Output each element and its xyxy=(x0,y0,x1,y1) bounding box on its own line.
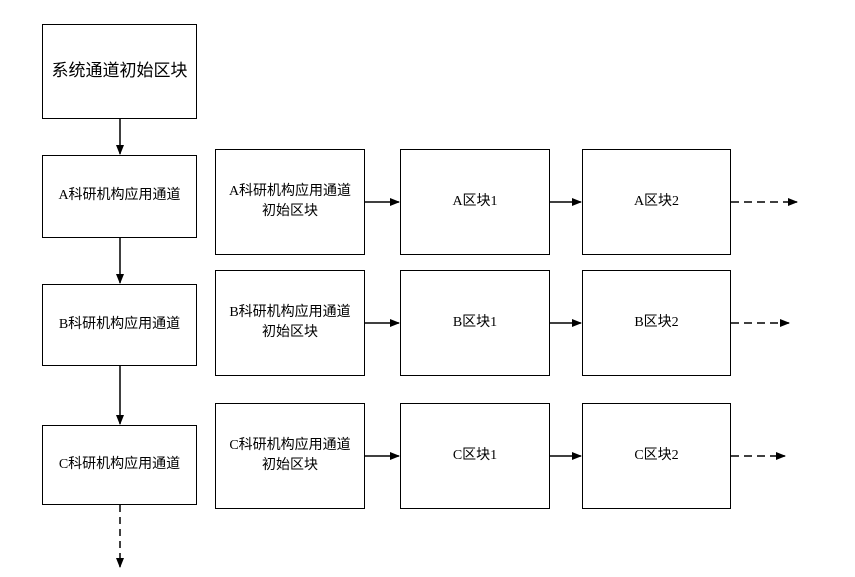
row-c-block-2-label: C区块2 xyxy=(634,447,679,463)
channel-a-box: A科研机构应用通道 xyxy=(42,155,197,238)
channel-a-label: A科研机构应用通道 xyxy=(58,188,181,204)
row-b-block-1: B区块1 xyxy=(400,270,550,376)
row-a-genesis-block: A科研机构应用通道 初始区块 xyxy=(215,149,365,255)
row-b-block-1-label: B区块1 xyxy=(452,314,498,330)
row-c-block-2: C区块2 xyxy=(582,403,731,509)
row-a-block-1-label: A区块1 xyxy=(452,193,498,209)
row-b-genesis-label: B科研机构应用通道 初始区块 xyxy=(229,304,351,340)
row-c-genesis-block: C科研机构应用通道 初始区块 xyxy=(215,403,365,509)
row-b-block-2-label: B区块2 xyxy=(634,314,679,330)
row-a-block-1: A区块1 xyxy=(400,149,550,255)
row-c-genesis-label: C科研机构应用通道 初始区块 xyxy=(229,437,351,473)
row-b-genesis-block: B科研机构应用通道 初始区块 xyxy=(215,270,365,376)
system-channel-genesis-label: 系统通道初始区块 xyxy=(51,61,188,81)
row-b-block-2: B区块2 xyxy=(582,270,731,376)
row-a-genesis-label: A科研机构应用通道 初始区块 xyxy=(228,183,352,219)
row-a-block-2: A区块2 xyxy=(582,149,731,255)
row-a-block-2-label: A区块2 xyxy=(633,193,680,209)
row-c-block-1-label: C区块1 xyxy=(452,447,498,463)
system-channel-genesis-block: 系统通道初始区块 xyxy=(42,24,197,119)
row-c-block-1: C区块1 xyxy=(400,403,550,509)
channel-c-box: C科研机构应用通道 xyxy=(42,425,197,505)
channel-b-box: B科研机构应用通道 xyxy=(42,284,197,366)
channel-c-label: C科研机构应用通道 xyxy=(58,456,181,472)
channel-b-label: B科研机构应用通道 xyxy=(58,316,181,332)
